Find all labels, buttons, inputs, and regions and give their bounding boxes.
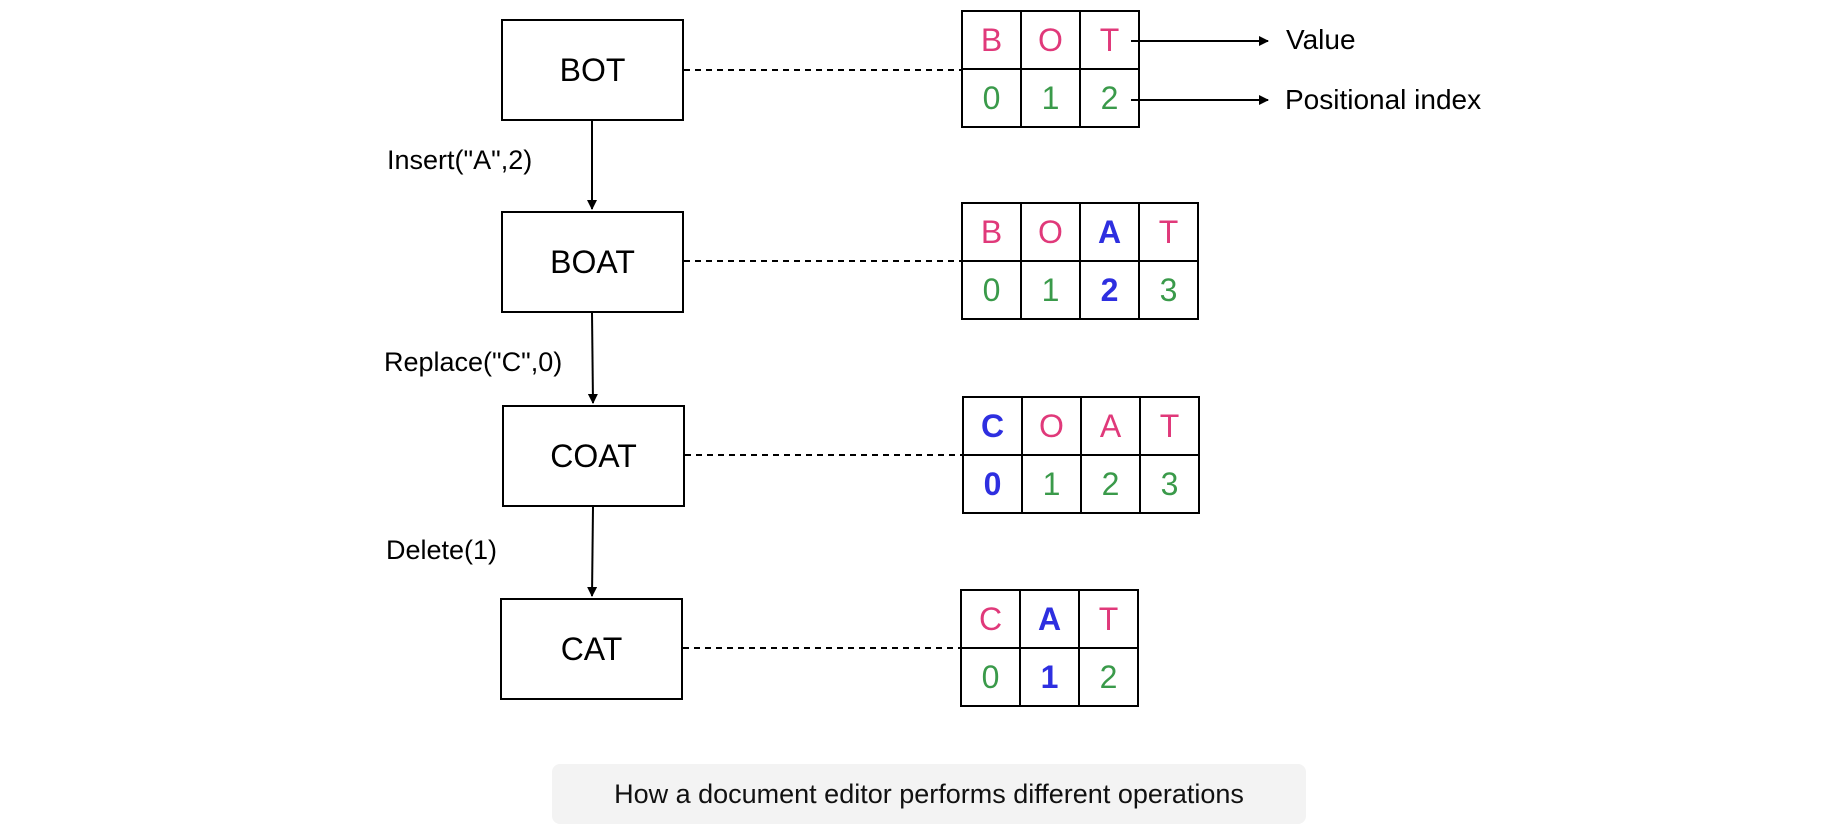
index-cell: 3 (1139, 454, 1200, 514)
state-box-coat: COAT (502, 405, 685, 507)
operation-label-insert: Insert("A",2) (387, 145, 533, 175)
index-cell: 2 (1078, 647, 1139, 707)
index-cell: 0 (961, 68, 1022, 128)
state-box-bot: BOT (501, 19, 684, 121)
index-cell: 0 (962, 454, 1023, 514)
value-cell: T (1138, 202, 1199, 262)
value-cell: T (1078, 589, 1139, 649)
value-cell: B (961, 202, 1022, 262)
index-cell: 2 (1080, 454, 1141, 514)
state-box-boat: BOAT (501, 211, 684, 313)
state-box-cat: CAT (500, 598, 683, 700)
value-cell: A (1080, 396, 1141, 456)
operation-label-delete: Delete(1) (386, 535, 498, 565)
value-cell: O (1020, 202, 1081, 262)
index-cell: 0 (960, 647, 1021, 707)
index-cell: 1 (1019, 647, 1080, 707)
operation-label-replace: Replace("C",0) (384, 347, 563, 377)
diagram-caption: How a document editor performs different… (552, 764, 1306, 824)
value-cell: A (1079, 202, 1140, 262)
value-cell: O (1021, 396, 1082, 456)
value-cell: B (961, 10, 1022, 70)
positional-index-annotation: Positional index (1285, 84, 1482, 115)
value-cell: C (962, 396, 1023, 456)
index-cell: 1 (1021, 454, 1082, 514)
value-cell: A (1019, 589, 1080, 649)
flow-arrow-2 (587, 312, 598, 404)
index-cell: 1 (1020, 68, 1081, 128)
index-cell: 3 (1138, 260, 1199, 320)
index-cell: 0 (961, 260, 1022, 320)
index-cell: 2 (1079, 68, 1140, 128)
flow-arrow-3 (587, 506, 598, 597)
value-annotation: Value (1286, 24, 1356, 55)
value-cell: T (1079, 10, 1140, 70)
value-cell: C (960, 589, 1021, 649)
index-cell: 2 (1079, 260, 1140, 320)
value-cell: O (1020, 10, 1081, 70)
value-cell: T (1139, 396, 1200, 456)
index-cell: 1 (1020, 260, 1081, 320)
